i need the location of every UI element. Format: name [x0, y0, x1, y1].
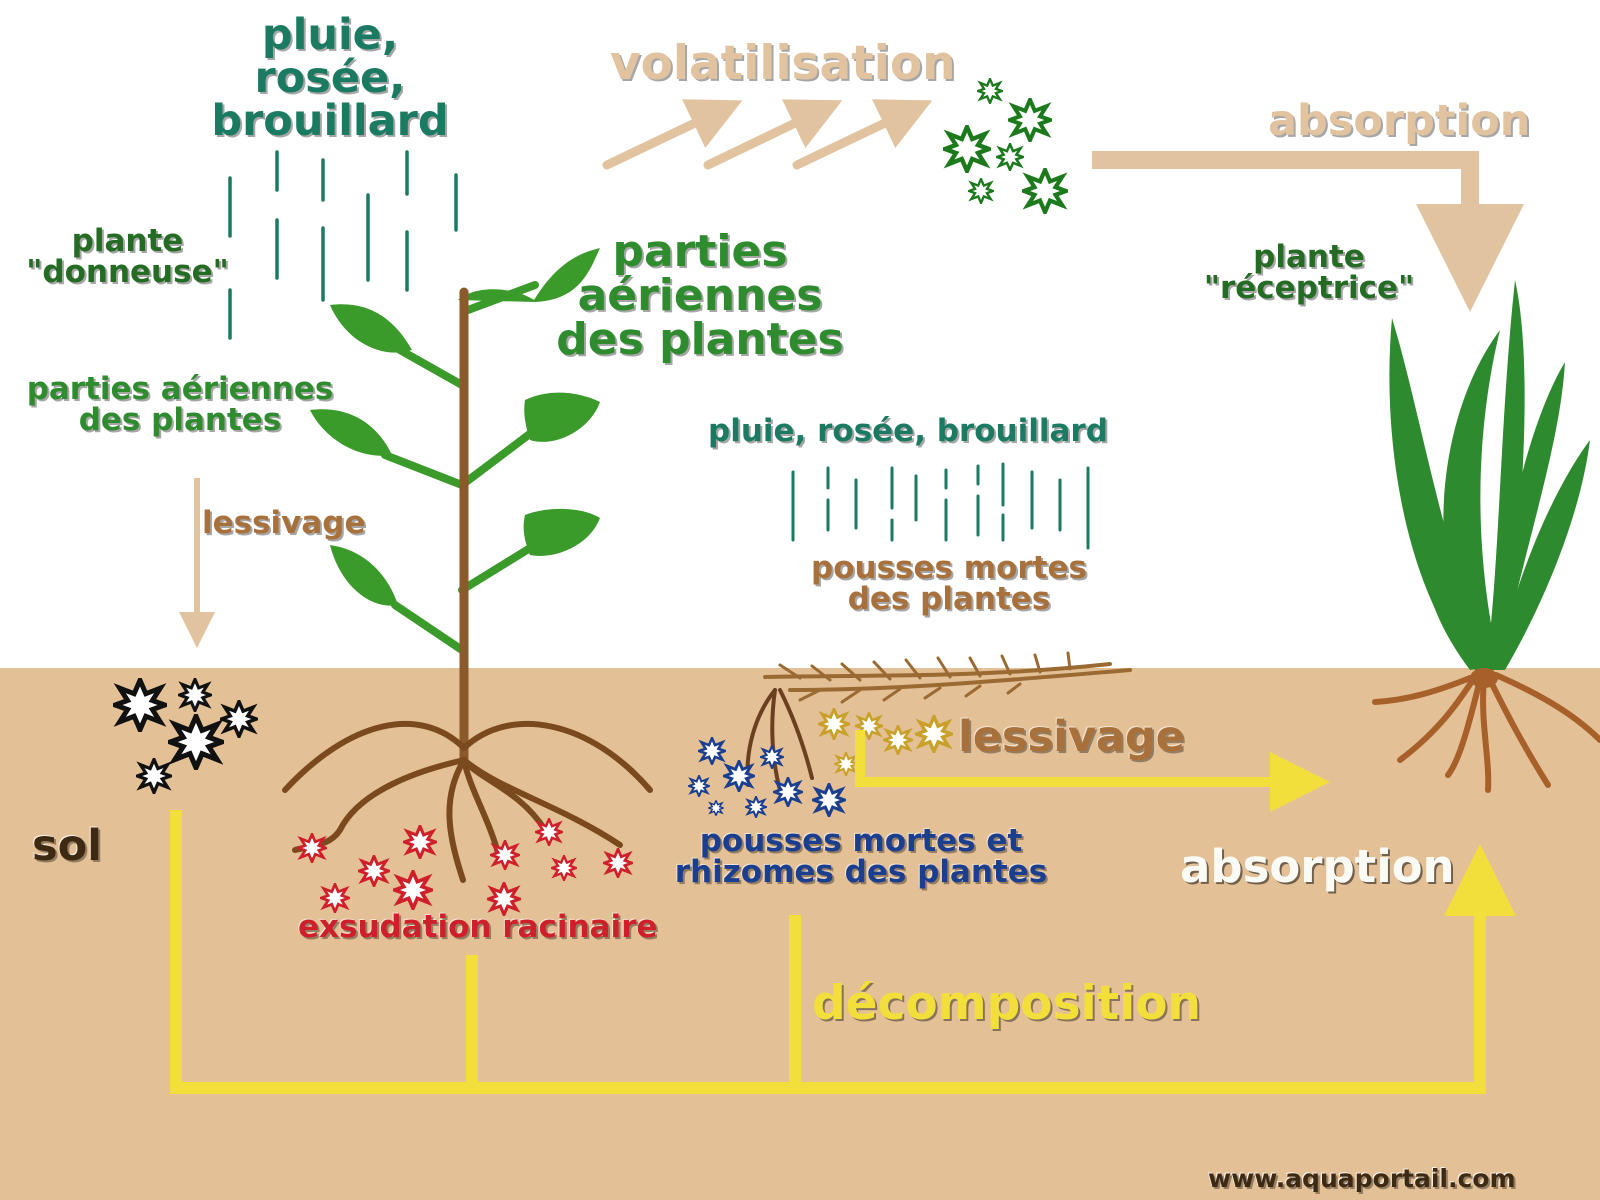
- absorption-top-label: absorption: [1268, 96, 1531, 146]
- leaching-soil-label: lessivage: [958, 712, 1185, 762]
- donor-roots-icon: [282, 720, 653, 883]
- leaf-icon: [1420, 560, 1482, 670]
- leaf-icon: [524, 392, 600, 442]
- rhizome-particles-icon: [688, 737, 846, 818]
- donor-plant-label: plante "donneuse": [26, 223, 229, 290]
- leaf-icon: [1495, 440, 1590, 670]
- soil-particles-icon: [115, 678, 258, 794]
- leaf-icon: [458, 248, 600, 302]
- leaching-left-label: lessivage: [202, 505, 366, 541]
- soil-label: sol: [32, 821, 102, 871]
- volatilisation-label: volatilisation: [610, 36, 956, 91]
- rain-middle-icon: [791, 462, 1090, 550]
- leaf-icon: [330, 304, 412, 353]
- root-exudation-label: exsudation racinaire: [298, 909, 658, 945]
- absorption-top-arrow: [1092, 151, 1524, 312]
- rain-middle-label: pluie, rosée, brouillard: [708, 413, 1108, 449]
- dead-shoots-label: pousses mortes des plantes: [811, 550, 1087, 617]
- leaf-icon: [1389, 318, 1490, 670]
- decomposition-arrows: [170, 810, 1516, 1094]
- aerial-parts-left-label: parties aériennes des plantes: [26, 371, 334, 438]
- rain-top-label: pluie, rosée, brouillard: [211, 10, 449, 146]
- receiver-plant-label: plante "réceptrice": [1203, 239, 1415, 306]
- receiver-roots-icon: [1372, 672, 1600, 793]
- dead-shoots-icon: [745, 651, 1132, 792]
- rain-top-icon: [228, 150, 458, 340]
- leaching-soil-arrow: [855, 730, 1330, 812]
- decomposition-label: décomposition: [812, 976, 1201, 1031]
- receiver-plant: [1389, 280, 1590, 670]
- volatile-particles-icon: [945, 78, 1066, 212]
- volatilisation-arrows-icon: [602, 99, 933, 170]
- receiver-root-collar: [1470, 668, 1498, 688]
- exudation-particles-icon: [297, 818, 633, 916]
- leaf-icon: [1490, 362, 1565, 670]
- leaching-particles-icon: [818, 708, 953, 776]
- absorption-soil-label: absorption: [1180, 840, 1455, 893]
- leaf-icon: [1443, 330, 1500, 670]
- dead-shoots-rhizomes-label: pousses mortes et rhizomes des plantes: [674, 823, 1048, 890]
- leaf-icon: [310, 409, 392, 456]
- leaf-icon: [330, 545, 398, 606]
- aerial-parts-center-label: parties aériennes des plantes: [556, 226, 844, 365]
- donor-plant: [310, 248, 600, 765]
- website-credit: www.aquaportail.com: [1208, 1164, 1516, 1193]
- leaf-icon: [523, 508, 600, 556]
